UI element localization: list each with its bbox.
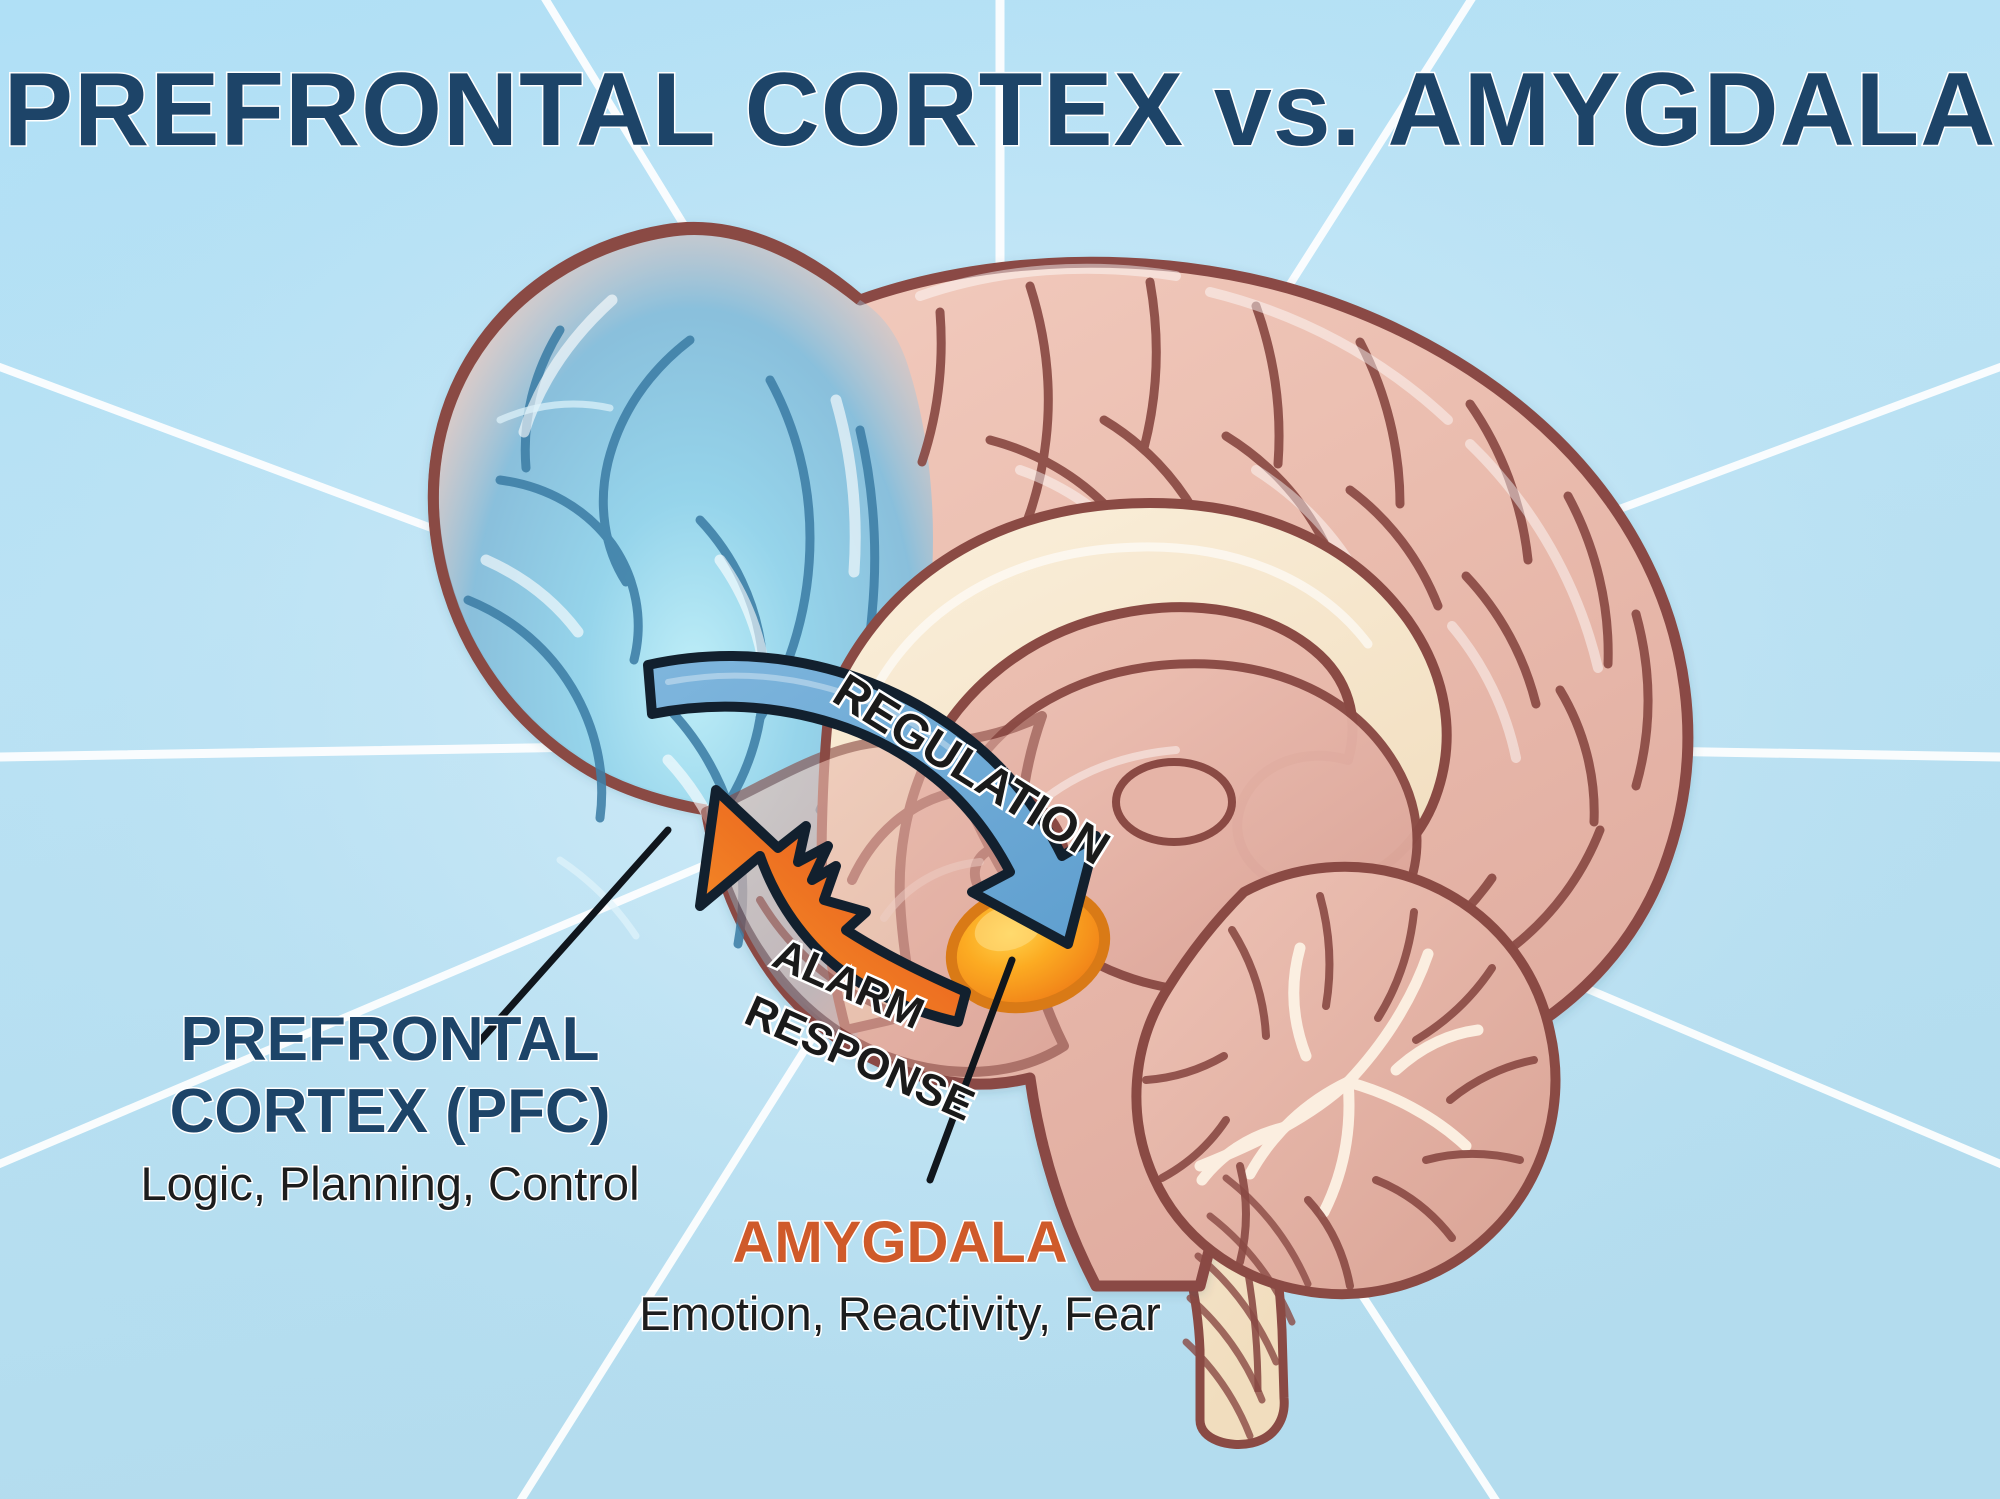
amygdala-label: AMYGDALA — [732, 1210, 1067, 1275]
regulation-arrow — [643, 651, 1101, 949]
pfc-label-line1: PREFRONTAL — [180, 1005, 599, 1074]
page-title: PREFRONTAL CORTEX vs. AMYGDALA — [4, 52, 1997, 168]
leader-lines — [468, 826, 1016, 1184]
massa-intermedia — [1112, 758, 1236, 846]
regulation-arrow-label: REGULATION — [824, 664, 1118, 875]
leader-line-pfc — [468, 826, 672, 1054]
pfc-caption: Logic, Planning, Control — [140, 1157, 639, 1210]
pfc-label-line2: CORTEX (PFC) — [170, 1077, 611, 1146]
amygdala-caption: Emotion, Reactivity, Fear — [639, 1287, 1161, 1340]
leader-line-amygdala — [926, 956, 1016, 1184]
alarm-response-arrow — [695, 785, 971, 1027]
pons — [1182, 1174, 1312, 1440]
